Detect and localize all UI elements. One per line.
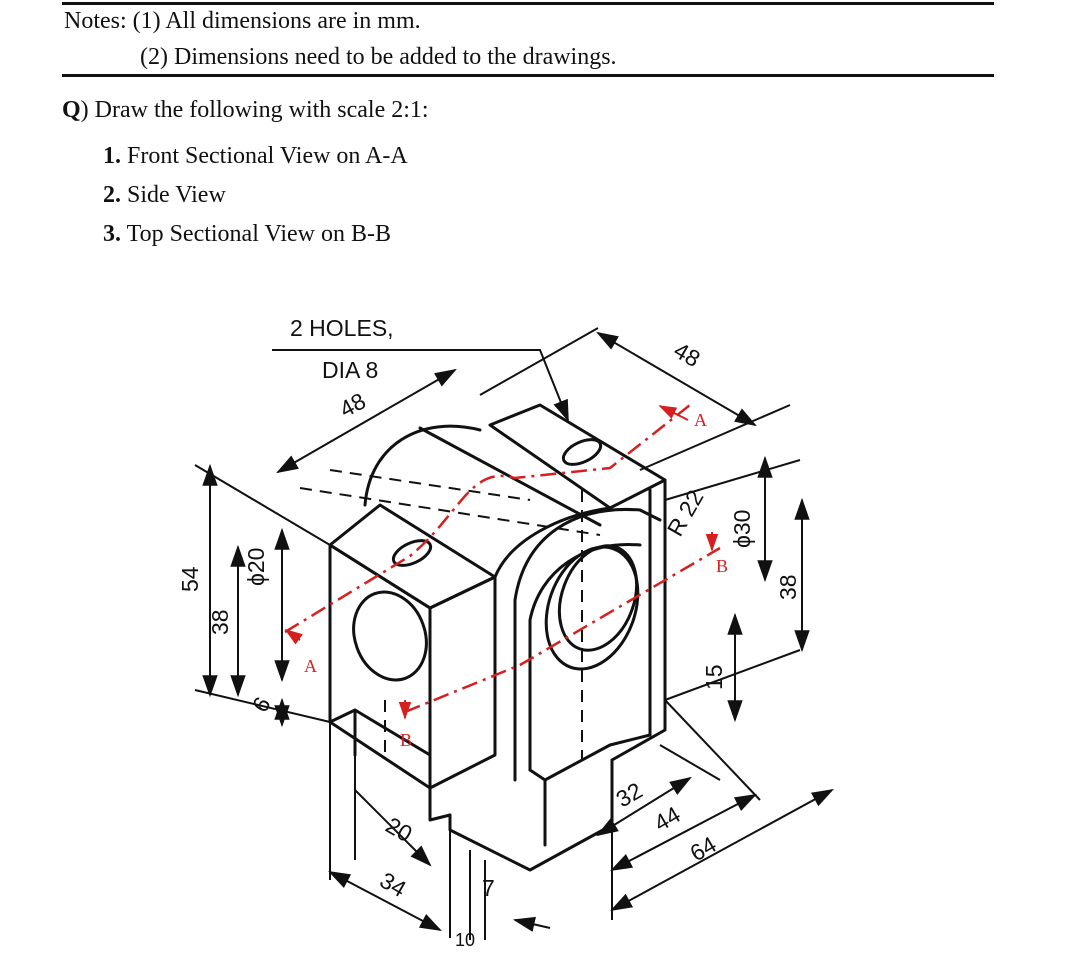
dim-48-top-right <box>596 331 757 427</box>
dim-7 <box>512 916 551 932</box>
left-block-top-face <box>328 503 497 610</box>
dim-text-38-left: 38 <box>207 609 233 635</box>
right-hole-dia30 <box>544 545 640 671</box>
left-block-front-face <box>328 543 432 790</box>
section-label-b-right: B <box>716 556 728 576</box>
left-block-right-face <box>428 575 497 790</box>
item-number: 1. <box>103 143 121 169</box>
top-rule <box>62 2 994 5</box>
back-block-right-face <box>610 478 667 762</box>
dim-text-54: 54 <box>177 566 203 592</box>
section-arrows <box>284 405 719 720</box>
question-item-3: 3. Top Sectional View on B-B <box>103 221 391 248</box>
right-hole-inner <box>557 544 639 652</box>
section-a-a-line <box>284 404 691 634</box>
dim-text-38-right: 38 <box>775 574 801 600</box>
dim-text-15: 15 <box>701 664 727 690</box>
dim-text-7: 7 <box>482 875 495 901</box>
question-prefix: Q <box>62 97 81 123</box>
back-block-top-face <box>488 403 667 510</box>
item-label: Top Sectional View on B-B <box>126 221 391 247</box>
question-text: ) Draw the following with scale 2:1: <box>80 97 429 123</box>
section-b-b-line <box>404 546 721 714</box>
dim-text-34: 34 <box>376 867 411 902</box>
item-label: Front Sectional View on A-A <box>127 143 408 169</box>
dim-text-dia20: ϕ20 <box>243 548 269 586</box>
dim-text-64: 64 <box>686 831 721 866</box>
dimension-lines <box>194 327 834 940</box>
dim-text-10: 10 <box>455 930 475 950</box>
dim-text-dia30: ϕ30 <box>729 510 755 548</box>
item-number: 3. <box>103 221 121 247</box>
dim-text-48-left: 48 <box>335 387 370 422</box>
leader-holes <box>272 349 569 423</box>
base-front-edge <box>448 758 614 872</box>
note-holes-line2: DIA 8 <box>322 357 378 383</box>
dim-text-44: 44 <box>650 801 685 836</box>
top-hole-right <box>561 438 603 466</box>
dim-48-top-left <box>276 368 457 474</box>
dim-34 <box>328 870 442 932</box>
top-hole-left <box>391 539 433 567</box>
notes-line-1: Notes: (1) All dimensions are in mm. <box>64 8 421 34</box>
item-label: Side View <box>127 182 226 208</box>
left-hole-dia20 <box>352 590 428 682</box>
dim-text-48-right: 48 <box>670 337 705 372</box>
base-inner <box>528 733 652 782</box>
section-label-a-right: A <box>694 410 707 430</box>
slot-inner <box>428 786 452 822</box>
front-upright-side <box>528 542 642 772</box>
notes-line-2: (2) Dimensions need to be added to the d… <box>140 44 617 70</box>
item-number: 2. <box>103 182 121 208</box>
note-holes-line1: 2 HOLES, <box>290 315 394 341</box>
dim-text-20: 20 <box>382 812 417 847</box>
dim-64 <box>610 788 834 912</box>
question-line: Q) Draw the following with scale 2:1: <box>62 97 429 124</box>
question-item-1: 1. Front Sectional View on A-A <box>103 143 408 170</box>
back-upright-arch <box>363 424 482 507</box>
dim-20-bottom <box>354 789 432 867</box>
section-lines <box>284 404 721 714</box>
dim-text-6: 6 <box>247 692 276 716</box>
front-upright-outer <box>493 506 612 579</box>
section-label-a-left: A <box>304 656 317 676</box>
notes-bottom-rule <box>62 74 994 77</box>
object-outline <box>328 403 667 872</box>
section-label-b-bottom: B <box>400 730 412 750</box>
hidden-lines <box>299 469 601 760</box>
question-item-2: 2. Side View <box>103 182 226 209</box>
dim-text-r22: R 22 <box>662 485 709 540</box>
